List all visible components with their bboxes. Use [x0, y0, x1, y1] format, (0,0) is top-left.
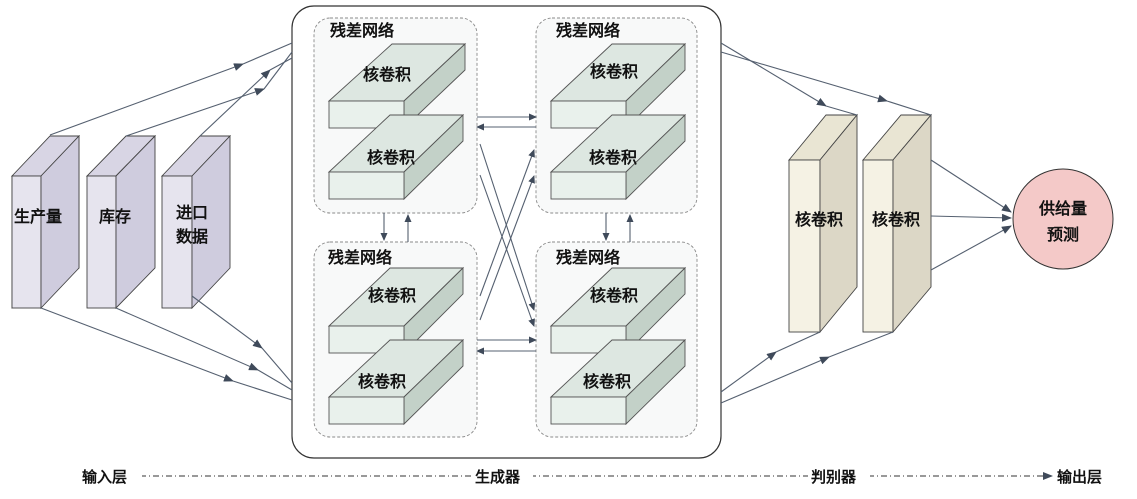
svg-text:数据: 数据 [176, 227, 208, 246]
conv-layer: 核卷积 [549, 338, 687, 426]
axis-label-discriminator: 判别器 [811, 468, 857, 486]
edges-generator-to-discriminator [720, 42, 932, 404]
svg-text:预测: 预测 [1047, 225, 1079, 244]
residual-block-title: 残差网络 [556, 21, 620, 40]
input-block-production: 生产量 [10, 134, 81, 310]
residual-block-title: 残差网络 [556, 248, 620, 267]
edges-input-to-generator [40, 42, 293, 401]
residual-block-title: 残差网络 [330, 21, 394, 40]
discriminator-layer-1: 核卷积 [788, 113, 858, 334]
svg-text:核卷积: 核卷积 [363, 65, 411, 84]
svg-text:核卷积: 核卷积 [368, 286, 416, 305]
edges-generator-internal [380, 113, 634, 355]
conv-layer: 核卷积 [549, 113, 687, 201]
conv-layer: 核卷积 [327, 338, 465, 426]
input-block-import: 进口 数据 [160, 134, 232, 310]
svg-text:核卷积: 核卷积 [589, 148, 637, 167]
svg-text:核卷积: 核卷积 [583, 372, 631, 391]
conv-layer: 核卷积 [327, 113, 465, 201]
conv-layer: 核卷积 [549, 42, 687, 130]
svg-text:供给量: 供给量 [1038, 199, 1087, 218]
input-block-inventory: 库存 [85, 134, 157, 310]
edges-discriminator-to-output [930, 159, 1012, 271]
svg-text:库存: 库存 [99, 207, 131, 226]
discriminator-layer-2: 核卷积 [862, 113, 932, 334]
axis-label-input-layer: 输入层 [82, 468, 127, 486]
axis-label-generator: 生成器 [475, 468, 521, 486]
conv-layer: 核卷积 [327, 42, 467, 130]
svg-text:核卷积: 核卷积 [590, 62, 638, 81]
svg-text:进口: 进口 [176, 203, 208, 222]
svg-text:生产量: 生产量 [14, 207, 62, 226]
svg-text:核卷积: 核卷积 [795, 210, 843, 229]
svg-text:核卷积: 核卷积 [872, 210, 920, 229]
output-node: 供给量 预测 [1012, 168, 1114, 270]
svg-text:核卷积: 核卷积 [358, 372, 406, 391]
residual-block-title: 残差网络 [328, 248, 392, 267]
svg-text:核卷积: 核卷积 [590, 286, 638, 305]
svg-text:核卷积: 核卷积 [367, 148, 415, 167]
bottom-axis: 输入层 生成器 判别器 输出层 [80, 464, 1102, 488]
conv-layer: 核卷积 [327, 266, 465, 355]
axis-label-output-layer: 输出层 [1057, 468, 1102, 486]
